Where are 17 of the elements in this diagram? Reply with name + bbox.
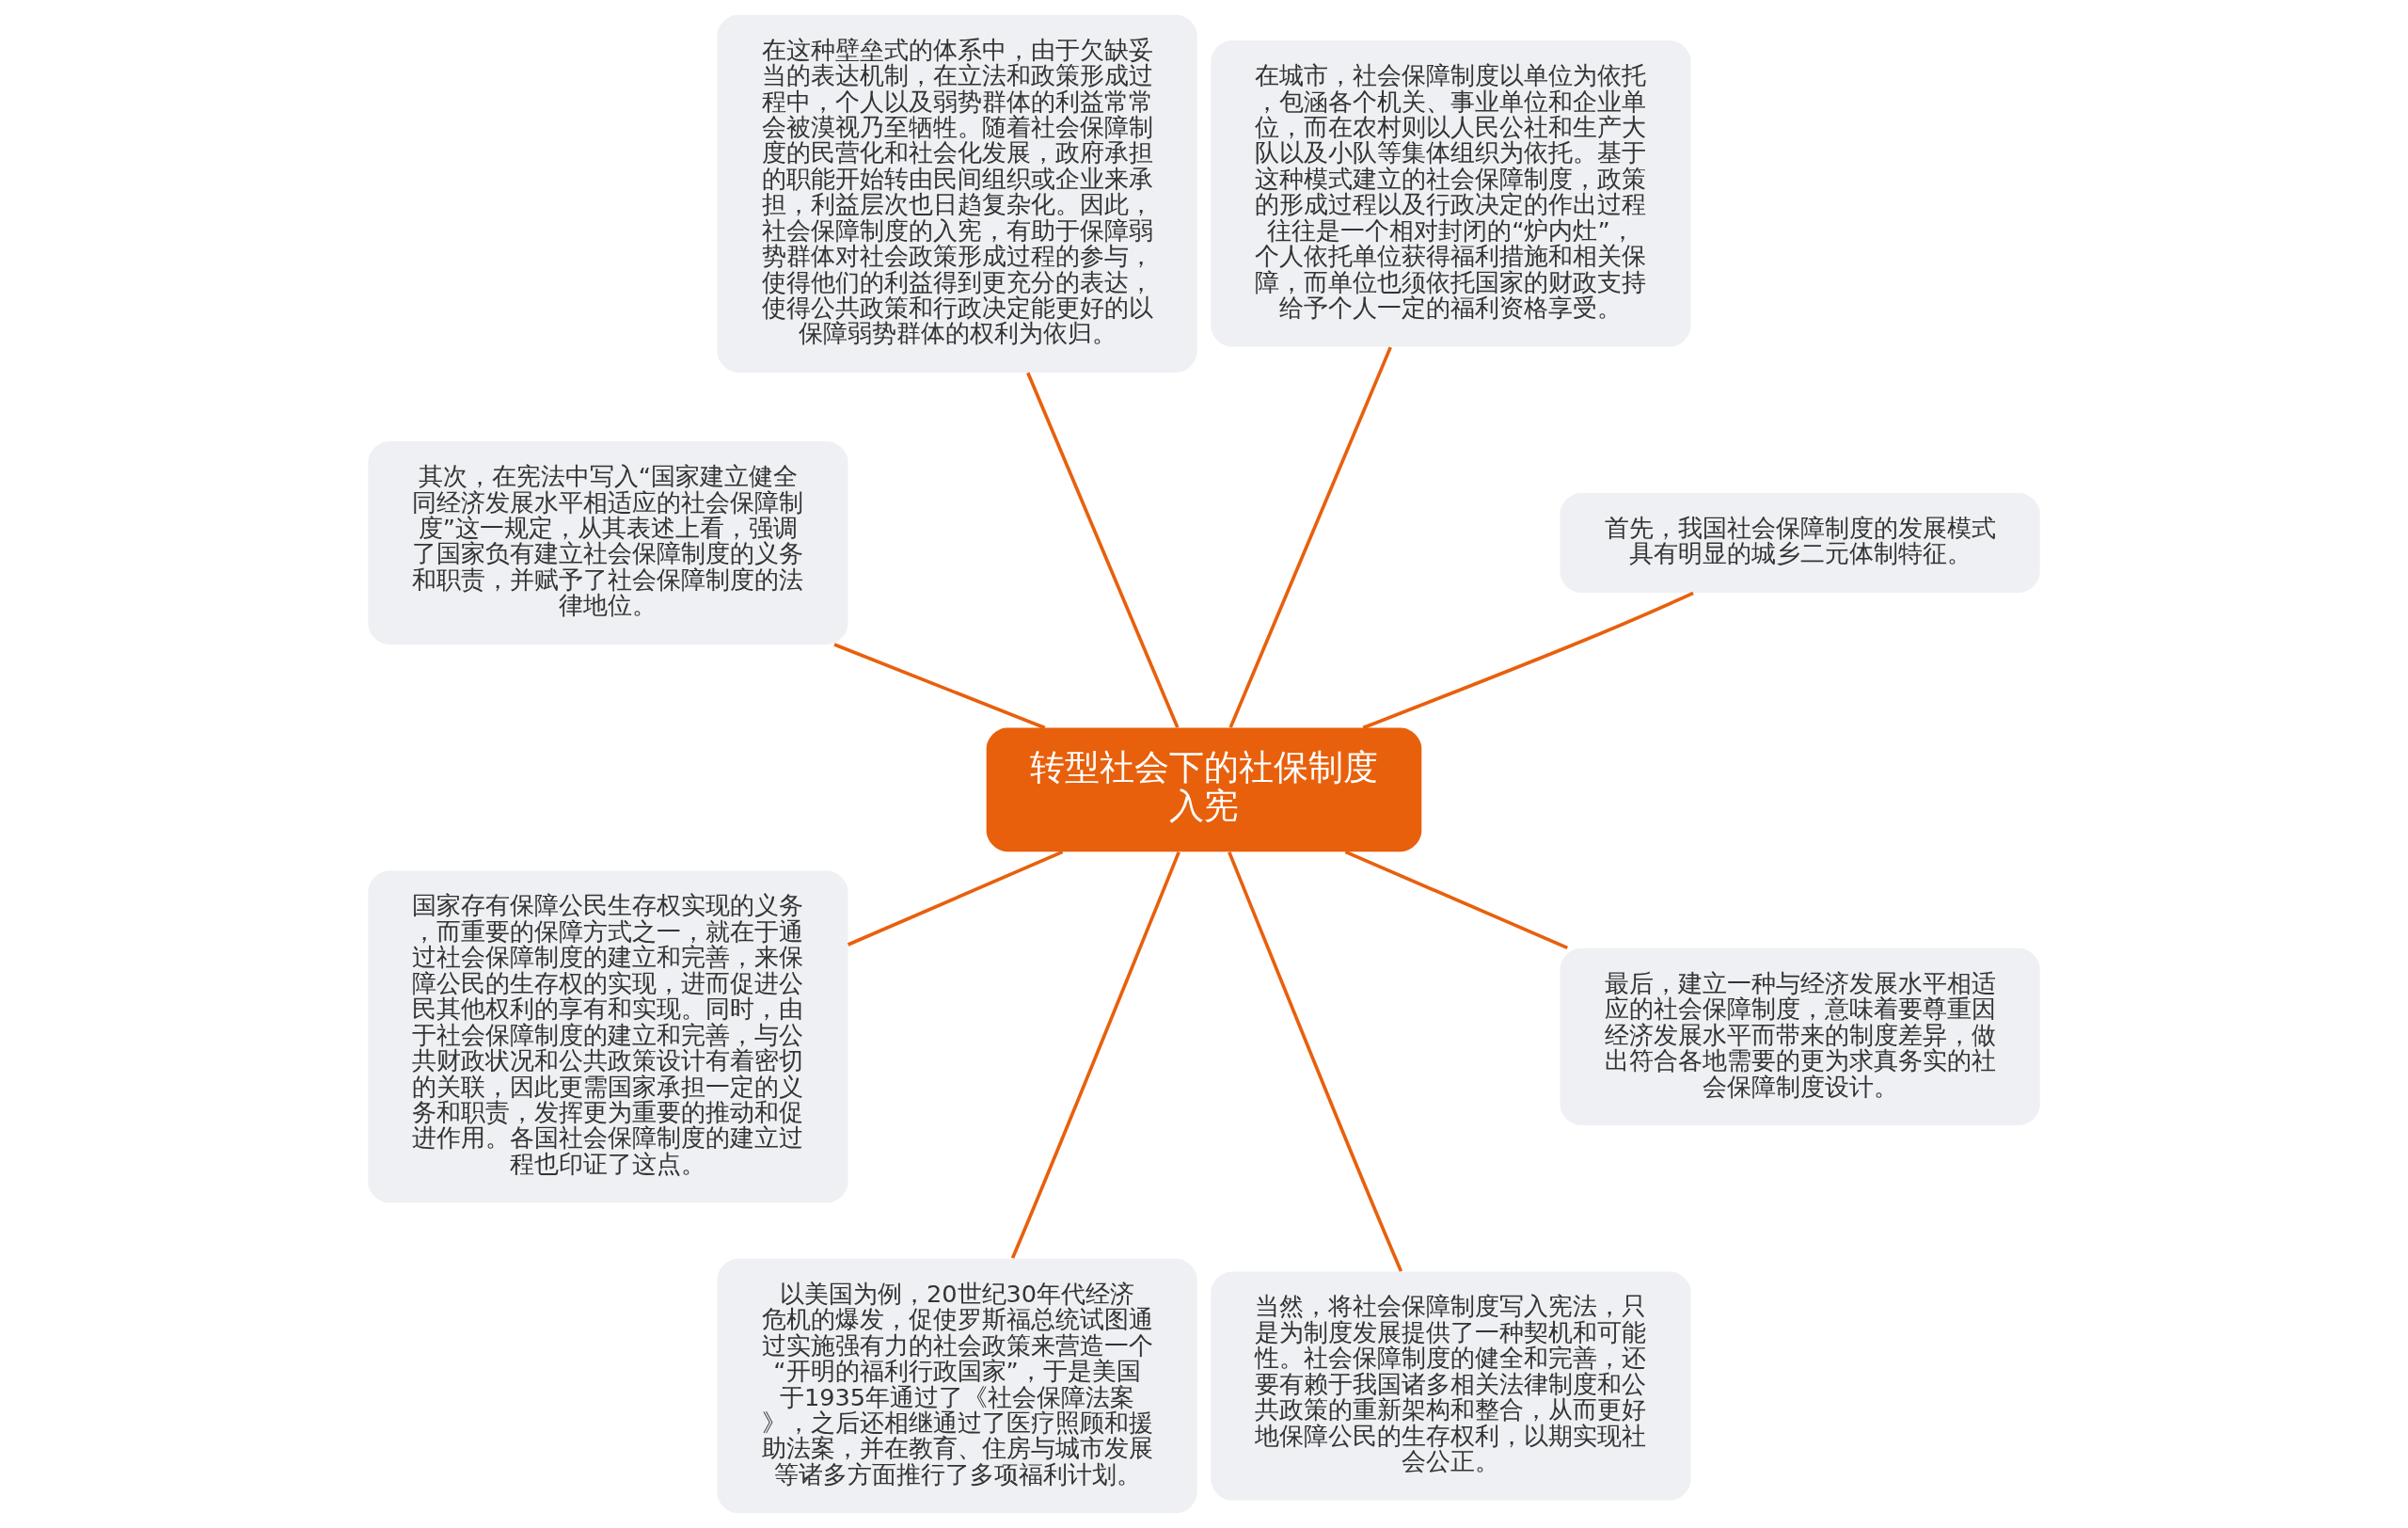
connector <box>1228 346 1392 728</box>
node-box: 国家存有保障公民生存权实现的义务，而重要的保障方式之一，就在于通过社会保障制度的建立和完善，来保障公民的生存权的实现，进而促进公民其他权利的享有和实现。同时，由于社会保障制度的建立和完善，与公共财政状况和公共政策设计有着密切的关联，因此更需国家承担一定的义务和职责，发挥更为重要的推动和促进作用。各国社会保障制度的建立过程也印证了这点。 <box>368 870 848 1203</box>
node-box: 当然，将社会保障制度写入宪法，只是为制度发展提供了一种契机和可能性。社会保障制度的健全和完善，还要有赖于我国诸多相关法律制度和公共政策的重新架构和整合，从而更好地保障公民的生存权利，以期实现社会公正。 <box>1211 1271 1691 1501</box>
connector <box>847 850 1064 947</box>
node-box: 其次，在宪法中写入“国家建立健全同经济发展水平相适应的社会保障制度”这一规定，从其表述上看，强调了国家负有建立社会保障制度的义务和职责，并赋予了社会保障制度的法律地位。 <box>368 441 848 645</box>
connector <box>1344 850 1569 950</box>
node-box: 以美国为例，20世纪30年代经济危机的爆发，促使罗斯福总统试图通过实施强有力的社会政策来营造一个“开明的福利行政国家”，于是美国于1935年通过了《社会保障法案》，之后还相继通过了医疗照顾和援助法案，并在教育、住房与城市发展等诸多方面推行了多项福利计划。 <box>717 1258 1197 1514</box>
connector <box>1228 851 1403 1272</box>
connector <box>833 643 1046 730</box>
node-box: 最后，建立一种与经济发展水平相适应的社会保障制度，意味着要尊重因经济发展水平而带来的制度差异，做出符合各地需要的更为求真务实的社会保障制度设计。 <box>1560 947 2040 1126</box>
node-box: 转型社会下的社保制度入宪 <box>986 727 1422 852</box>
connector <box>1026 372 1180 728</box>
node-box: 首先，我国社会保障制度的发展模式具有明显的城乡二元体制特征。 <box>1560 492 2040 593</box>
connector <box>1010 851 1180 1259</box>
connector <box>1362 591 1694 730</box>
node-box: 在这种壁垒式的体系中，由于欠缺妥当的表达机制，在立法和政策形成过程中，个人以及弱势群体的利益常常会被漠视乃至牺牲。随着社会保障制度的民营化和社会化发展，政府承担的职能开始转由民间组织或企业来承担，利益层次也日趋复杂化。因此，社会保障制度的入宪，有助于保障弱势群体对社会政策形成过程的参与，使得他们的利益得到更充分的表达，使得公共政策和行政决定能更好的以保障弱势群体的权利为依归。 <box>717 14 1197 373</box>
node-box: 在城市，社会保障制度以单位为依托，包涵各个机关、事业单位和企业单位，而在农村则以人民公社和生产大队以及小队等集体组织为依托。基于这种模式建立的社会保障制度，政策的形成过程以及行政决定的作出过程往往是一个相对封闭的“炉内灶”，个人依托单位获得福利措施和相关保障，而单位也须依托国家的财政支持给予个人一定的福利资格享受。 <box>1211 40 1691 347</box>
